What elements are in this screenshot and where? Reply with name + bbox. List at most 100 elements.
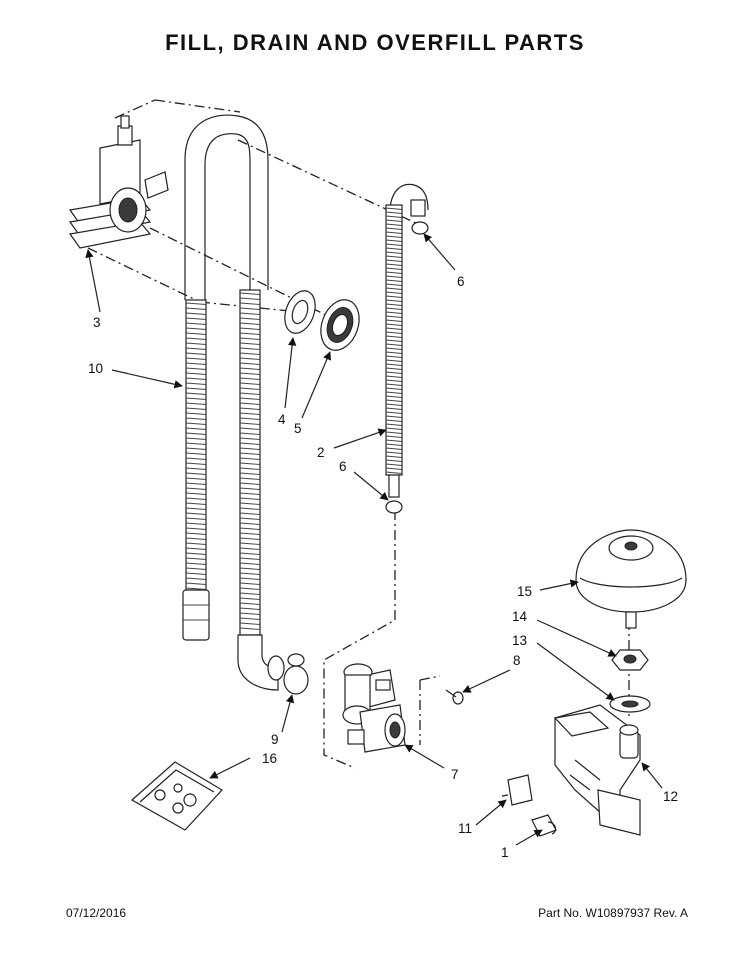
hose-rib — [239, 557, 261, 560]
hose-rib — [239, 342, 261, 345]
hose-rib — [185, 402, 207, 405]
hose-rib — [239, 522, 261, 525]
hose-rib — [185, 497, 207, 500]
hose-rib — [385, 235, 403, 238]
part-3-bracket[interactable] — [68, 115, 169, 249]
hose-rib — [239, 337, 261, 340]
footer-date: 07/12/2016 — [66, 906, 127, 920]
hose-rib — [385, 307, 403, 310]
hose-rib — [385, 287, 403, 290]
part-5-grommet[interactable] — [314, 294, 366, 355]
hose-rib — [239, 417, 261, 420]
callout-11: 11 — [458, 821, 472, 836]
hose-rib — [385, 335, 403, 338]
hose-rib — [185, 542, 207, 545]
hose-rib — [185, 517, 207, 520]
hose-rib — [385, 415, 403, 418]
hose-rib — [385, 315, 403, 318]
callout-7: 7 — [451, 767, 459, 782]
hose-rib — [239, 382, 261, 385]
hose-rib — [185, 452, 207, 455]
callout-5: 5 — [294, 421, 302, 436]
hose-rib — [185, 477, 207, 480]
hose-rib — [239, 332, 261, 335]
part-8-screw[interactable] — [445, 689, 464, 705]
hose-rib — [185, 342, 207, 345]
hose-rib — [185, 492, 207, 495]
part-7-water-valve[interactable] — [342, 663, 406, 753]
hose-rib — [239, 497, 261, 500]
hose-rib — [239, 457, 261, 460]
hose-rib — [239, 567, 261, 570]
hose-rib — [385, 375, 403, 378]
hose-rib — [385, 407, 403, 410]
part-2-fill-hose[interactable] — [385, 183, 429, 498]
leader-lines — [85, 233, 663, 846]
hose-rib — [385, 215, 403, 218]
hose-rib — [185, 562, 207, 565]
part-15-float[interactable] — [575, 529, 687, 629]
part-16-hardware-bag[interactable] — [130, 761, 223, 831]
hose-rib — [385, 439, 403, 442]
hose-rib — [239, 622, 261, 625]
hose-rib — [239, 372, 261, 375]
hose-rib — [185, 422, 207, 425]
part-12-float-switch-housing[interactable] — [553, 704, 641, 836]
hose-rib — [239, 472, 261, 475]
hose-rib — [239, 617, 261, 620]
hose-rib — [239, 627, 261, 630]
hose-rib — [239, 387, 261, 390]
hose-rib — [185, 322, 207, 325]
hose-rib — [385, 455, 403, 458]
part-6-clamp-top[interactable] — [411, 221, 429, 235]
hose-rib — [239, 547, 261, 550]
hose-rib — [385, 239, 403, 242]
callout-15: 15 — [517, 584, 532, 599]
hose-rib — [239, 492, 261, 495]
hose-rib — [185, 552, 207, 555]
hose-rib — [385, 271, 403, 274]
hose-rib — [385, 383, 403, 386]
hose-rib — [239, 517, 261, 520]
part-10-drain-hose[interactable] — [182, 114, 285, 691]
part-9-hose-clamp[interactable] — [283, 653, 309, 695]
part-14-nut[interactable] — [611, 649, 649, 671]
hose-rib — [239, 582, 261, 585]
hose-rib — [239, 602, 261, 605]
hose-rib — [385, 267, 403, 270]
hose-rib — [185, 567, 207, 570]
hose-rib — [385, 299, 403, 302]
part-1-actuator[interactable] — [531, 814, 557, 837]
part-4-gasket[interactable] — [279, 287, 320, 338]
hose-rib — [239, 592, 261, 595]
callout-6-bottom: 6 — [339, 459, 347, 474]
hose-rib — [385, 351, 403, 354]
hose-rib — [185, 397, 207, 400]
hose-rib — [239, 462, 261, 465]
hose-rib — [239, 392, 261, 395]
hose-rib — [185, 407, 207, 410]
hose-rib — [239, 587, 261, 590]
part-11-switch[interactable] — [501, 774, 533, 806]
hose-rib — [239, 422, 261, 425]
part-6-clamp-bottom[interactable] — [385, 500, 403, 514]
hose-rib — [239, 362, 261, 365]
hose-rib — [385, 223, 403, 226]
hose-rib — [385, 207, 403, 210]
hose-rib — [239, 407, 261, 410]
part-13-washer[interactable] — [609, 695, 651, 713]
hose-rib — [385, 355, 403, 358]
hose-rib — [239, 437, 261, 440]
hose-rib — [239, 452, 261, 455]
hose-rib — [385, 259, 403, 262]
hose-rib — [385, 411, 403, 414]
hose-rib — [239, 597, 261, 600]
hose-rib — [185, 487, 207, 490]
hose-rib — [385, 387, 403, 390]
hose-rib — [385, 251, 403, 254]
hose-rib — [185, 532, 207, 535]
hose-rib — [385, 227, 403, 230]
hose-rib — [385, 399, 403, 402]
hose-rib — [385, 291, 403, 294]
hose-rib — [185, 337, 207, 340]
